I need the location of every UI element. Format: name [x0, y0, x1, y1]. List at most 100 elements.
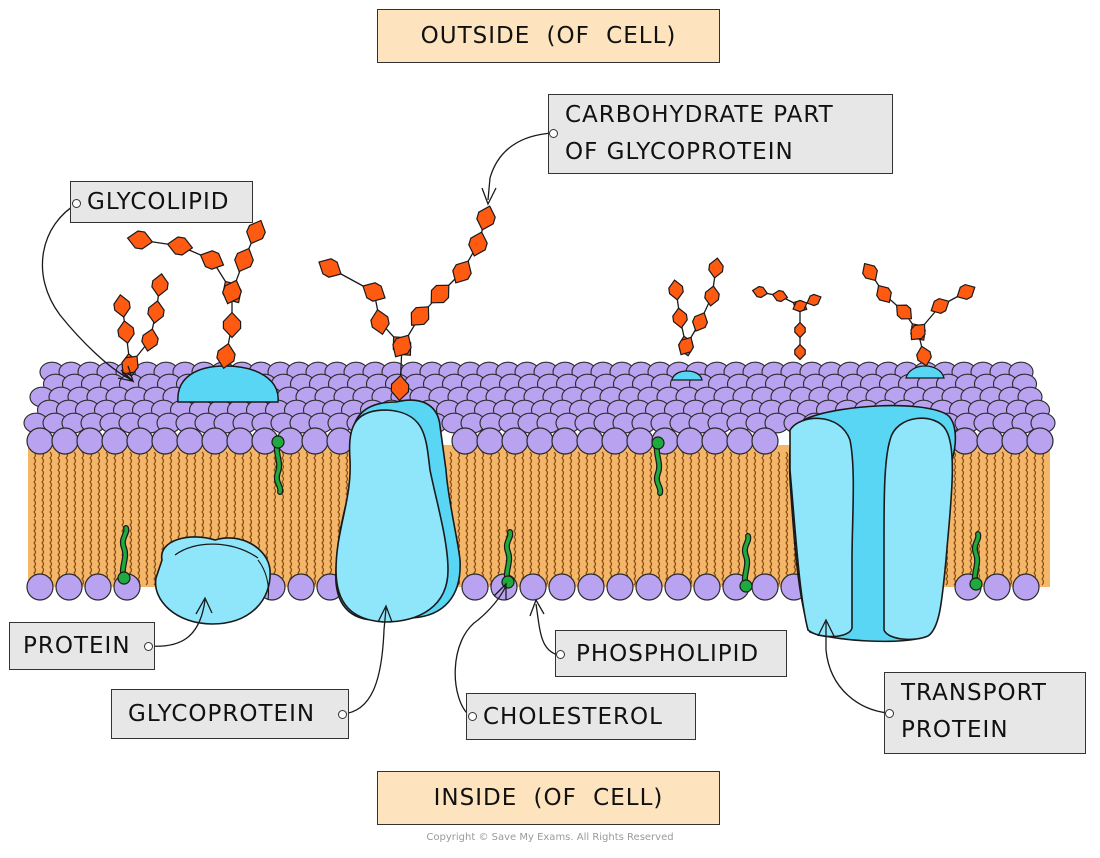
phosphate-head [701, 427, 729, 455]
sugar-unit [771, 289, 789, 303]
fatty-acid-tail [153, 451, 157, 519]
fatty-acid-tail [465, 451, 469, 519]
fatty-acid-tail [145, 451, 149, 519]
fatty-acid-tail [313, 451, 317, 519]
sugar-unit [392, 334, 412, 358]
sugar-unit [370, 308, 390, 336]
protein-label: PROTEIN [9, 622, 155, 670]
sugar-unit [390, 374, 410, 402]
fatty-acid-tail [641, 518, 645, 586]
phosphate-head [201, 427, 229, 455]
fatty-acid-tail [721, 451, 725, 519]
fatty-acid-tail [201, 451, 205, 519]
fatty-acid-tail [681, 518, 685, 586]
phosphate-head [664, 573, 692, 601]
fatty-acid-tail [977, 518, 981, 586]
fatty-acid-tail [505, 451, 509, 519]
fatty-acid-tail [305, 518, 309, 586]
sugar-unit [113, 294, 131, 318]
sugar-unit [895, 304, 913, 320]
surface-protein-small-2 [905, 365, 945, 379]
sugar-unit [792, 299, 808, 313]
sugar-unit [691, 312, 709, 332]
fatty-acid-tail [1033, 518, 1037, 586]
carbohydrate-label-line2: OF GLYCOPROTEIN [565, 139, 794, 165]
phosphate-head [26, 427, 54, 455]
sugar-unit [806, 293, 822, 307]
fatty-acid-tail [513, 518, 517, 586]
fatty-acid-tail [457, 451, 461, 519]
fatty-acid-tail [609, 451, 613, 519]
fatty-acid-tail [697, 451, 701, 519]
fatty-acid-tail [721, 518, 725, 586]
phosphate-head [635, 573, 663, 601]
phosphate-head [726, 427, 754, 455]
sugar-unit [234, 247, 254, 273]
cholesterol-tail [505, 530, 513, 584]
carbohydrate-label: CARBOHYDRATE PART OF GLYCOPROTEIN [548, 94, 893, 174]
fatty-acid-tail [521, 451, 525, 519]
fatty-acid-tail [569, 518, 573, 586]
fatty-acid-tail [289, 518, 293, 586]
transport-pin [885, 709, 894, 718]
fatty-acid-tail [113, 451, 117, 519]
cholesterol-head [271, 435, 285, 449]
fatty-acid-tail [233, 451, 237, 519]
fatty-acid-tail [633, 518, 637, 586]
fatty-acid-tail [57, 518, 61, 586]
phospholipid-heads-surface [23, 361, 1056, 434]
fatty-acid-tail [585, 451, 589, 519]
phospholipid-label: PHOSPHOLIPID [555, 630, 787, 677]
cholesterol-head [117, 571, 131, 585]
fatty-acid-tail [225, 451, 229, 519]
pointer-glycoprotein [341, 607, 387, 715]
fatty-acid-tail [1017, 451, 1021, 519]
phosphate-head [1026, 427, 1054, 455]
cholesterol-pin [468, 712, 477, 721]
phosphate-head [84, 573, 112, 601]
fatty-acid-tail [977, 451, 981, 519]
fatty-acid-tail [297, 451, 301, 519]
sugar-unit [668, 279, 684, 301]
sugar-unit [216, 342, 236, 370]
fatty-acid-tail [593, 451, 597, 519]
fatty-acid-tail [729, 451, 733, 519]
fatty-acid-tail [329, 451, 333, 519]
fatty-acid-tail [313, 518, 317, 586]
pointer-cholesterol [454, 585, 507, 717]
sugar-unit [930, 297, 950, 315]
fatty-acid-tail [297, 518, 301, 586]
fatty-acid-tail [681, 451, 685, 519]
fatty-acid-tail [481, 518, 485, 586]
fatty-acid-tail [705, 451, 709, 519]
fatty-acid-tail [257, 451, 261, 519]
outside-cell-label: OUTSIDE (OF CELL) [377, 9, 720, 63]
phosphate-head [751, 573, 779, 601]
inside-cell-label: INSIDE (OF CELL) [377, 771, 720, 825]
sugar-unit [751, 285, 769, 299]
fatty-acid-tail [545, 518, 549, 586]
fatty-acid-tail [777, 451, 781, 519]
phosphate-head [519, 573, 547, 601]
fatty-acid-tail [1041, 451, 1045, 519]
fatty-acid-tail [769, 518, 773, 586]
cholesterol-head [969, 577, 983, 591]
copyright-notice: Copyright © Save My Exams. All Rights Re… [426, 832, 674, 843]
phosphate-head [226, 427, 254, 455]
fatty-acid-tail [761, 451, 765, 519]
fatty-acid-tail [65, 518, 69, 586]
fatty-acid-tail [569, 451, 573, 519]
fatty-acid-tail [537, 518, 541, 586]
fatty-acid-tail [617, 451, 621, 519]
phosphate-head [476, 427, 504, 455]
cholesterol-tail [121, 526, 129, 580]
phosphate-head [577, 573, 605, 601]
sugar-unit [141, 328, 159, 352]
sugar-unit [199, 250, 225, 270]
fatty-acid-tail [185, 451, 189, 519]
fatty-acid-tail [761, 518, 765, 586]
fatty-acid-tail [1009, 518, 1013, 586]
fatty-acid-tail [489, 451, 493, 519]
sugar-unit [126, 230, 154, 250]
